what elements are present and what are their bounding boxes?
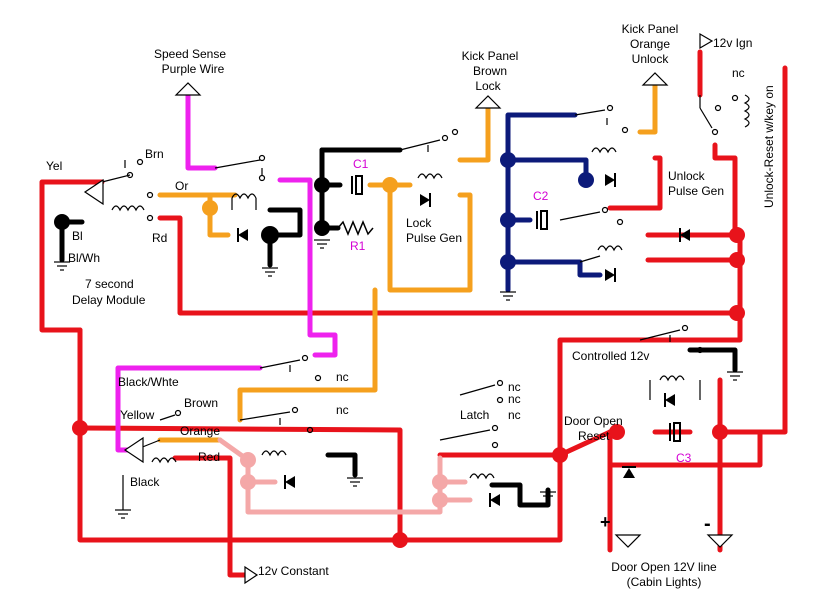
c1-label: C1 [353, 157, 369, 171]
kick-brown-label-2: Brown [473, 64, 507, 78]
red-wires [39, 49, 788, 578]
capacitors [351, 175, 681, 442]
kick-orange-label-2: Orange [630, 37, 670, 51]
connector-arrows [83, 32, 734, 585]
r1-label: R1 [350, 239, 366, 253]
nc-label-ign: nc [732, 66, 745, 80]
latch-nc-label-bottom: nc [508, 408, 521, 422]
yel-label: Yel [46, 159, 62, 173]
delay-label-1: 7 second [85, 277, 134, 291]
unlock-pulse-label-1: Unlock [668, 169, 706, 183]
minus-label: - [704, 513, 711, 535]
brown-label: Brown [184, 396, 218, 410]
ign-label: 12v Ign [713, 36, 752, 50]
plus-label: + [600, 512, 611, 532]
orange-label: Orange [180, 424, 220, 438]
or-label: Or [175, 179, 188, 193]
navy-wires [505, 112, 603, 293]
c2-label: C2 [533, 189, 549, 203]
controlled-12v-label: Controlled 12v [572, 349, 649, 363]
kick-orange-label-3: Unlock [632, 52, 670, 66]
rd-label: Rd [152, 231, 167, 245]
diodes [237, 173, 690, 507]
unlock-pulse-label-2: Pulse Gen [668, 184, 724, 198]
bl-label: Bl [72, 229, 83, 243]
blwh-label: Bl/Wh [68, 251, 100, 265]
delay-label-2: Delay Module [72, 293, 146, 307]
latch-nc-label-top: nc [508, 380, 521, 394]
resistor-r1 [337, 220, 374, 236]
constant-label: 12v Constant [258, 564, 329, 578]
door-line-label-2: (Cabin Lights) [627, 575, 702, 589]
brn-label: Brn [145, 147, 164, 161]
kick-brown-label-1: Kick Panel [462, 49, 519, 63]
latch-label: Latch [460, 408, 489, 422]
nc-label-2: nc [336, 403, 349, 417]
door-open-label-1: Door Open [564, 414, 623, 428]
latch-nc-label-mid: nc [508, 392, 521, 406]
purple-wire-label: Purple Wire [162, 62, 225, 76]
red-label: Red [198, 450, 220, 464]
junctions [54, 152, 745, 548]
yellow-label: Yellow [120, 408, 155, 422]
door-line-label-1: Door Open 12V line [611, 560, 717, 574]
ground-symbols [54, 239, 743, 519]
lock-pulse-label-2: Pulse Gen [406, 231, 462, 245]
kick-brown-label-3: Lock [475, 79, 501, 93]
speed-sense-label: Speed Sense [154, 47, 226, 61]
labels: Speed Sense Purple Wire Kick Panel Brown… [46, 22, 776, 589]
lock-pulse-label-1: Lock [406, 216, 432, 230]
c3-label: C3 [676, 451, 692, 465]
unlock-reset-label: Unlock-Reset w/key on [762, 85, 776, 208]
door-open-label-2: Reset [578, 429, 610, 443]
nc-label-1: nc [336, 370, 349, 384]
kick-orange-label-1: Kick Panel [622, 22, 679, 36]
black-white-label: Black/Whte [118, 375, 179, 389]
black-label: Black [130, 475, 160, 489]
relay-switches [101, 94, 750, 480]
